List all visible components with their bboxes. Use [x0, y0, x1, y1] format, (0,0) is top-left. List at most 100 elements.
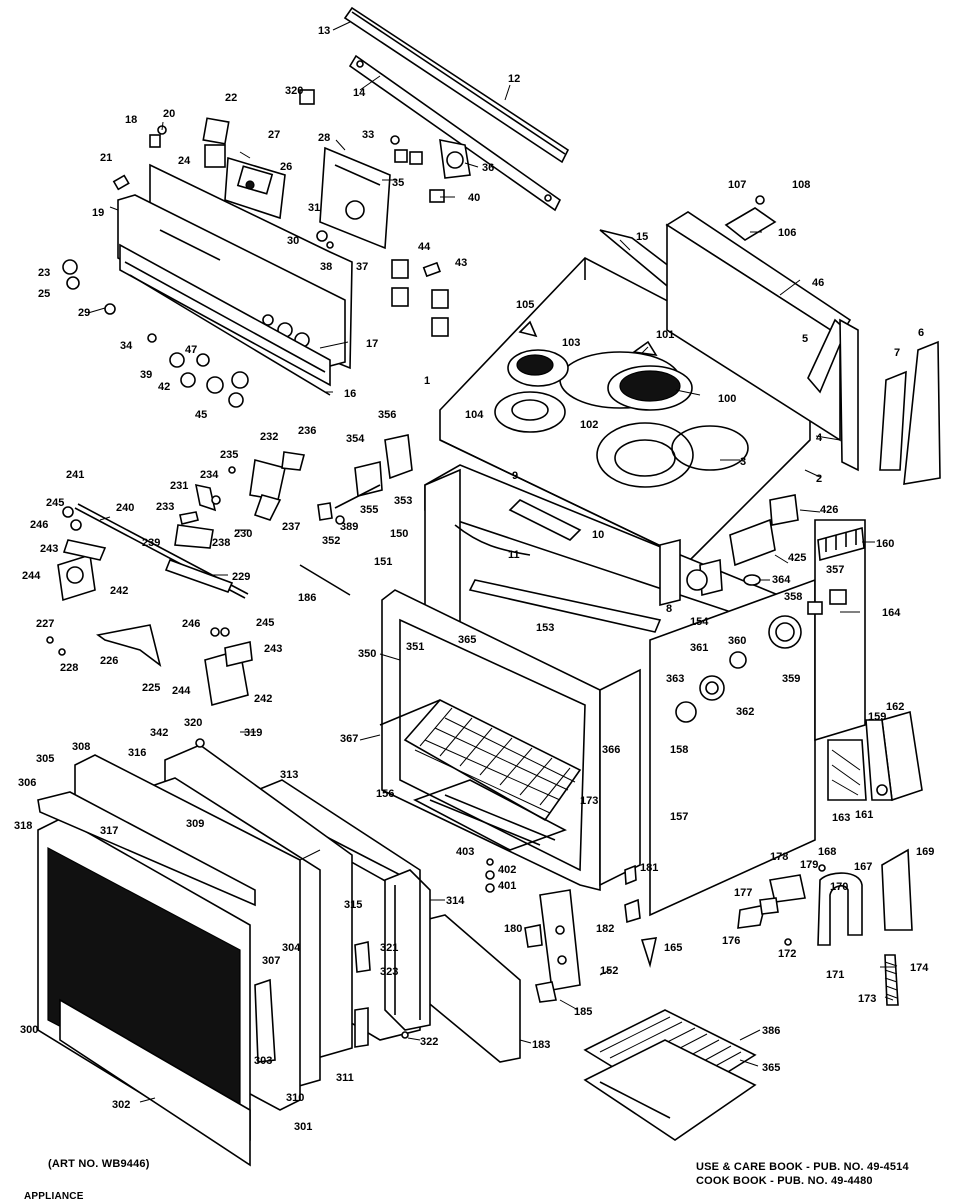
oven-lamp-parts — [659, 538, 847, 723]
callout-361: 361 — [690, 642, 708, 654]
callout-177: 177 — [734, 887, 752, 899]
broil-door-parts — [317, 434, 413, 525]
callout-17: 17 — [366, 338, 378, 350]
callout-9: 9 — [512, 470, 518, 482]
callout-26: 26 — [280, 161, 292, 173]
callout-181: 181 — [640, 862, 658, 874]
callout-317: 317 — [100, 825, 118, 837]
callout-174: 174 — [910, 962, 929, 974]
callout-303: 303 — [254, 1055, 272, 1067]
callout-12: 12 — [508, 73, 520, 85]
callout-241: 241 — [66, 469, 84, 481]
callout-365b: 365 — [762, 1062, 780, 1074]
leader-lines — [87, 21, 896, 1103]
callout-10: 10 — [592, 529, 604, 541]
callout-227: 227 — [36, 618, 54, 630]
callout-179: 179 — [800, 859, 818, 871]
callout-158: 158 — [670, 744, 688, 756]
callout-165: 165 — [664, 942, 682, 954]
callout-309: 309 — [186, 818, 204, 830]
callout-243a: 243 — [40, 543, 58, 555]
callout-labels: 13 12 14 320 22 18 20 27 28 33 36 35 24 … — [14, 25, 934, 1133]
callout-24: 24 — [178, 155, 191, 167]
callout-226: 226 — [100, 655, 118, 667]
callout-173: 173 — [580, 795, 598, 807]
callout-305: 305 — [36, 753, 54, 765]
callout-103: 103 — [562, 337, 580, 349]
callout-183: 183 — [532, 1039, 550, 1051]
callout-320: 320 — [285, 85, 303, 97]
callout-38: 38 — [320, 261, 332, 273]
callout-358: 358 — [784, 591, 802, 603]
callout-186: 186 — [298, 592, 316, 604]
callout-242a: 242 — [110, 585, 128, 597]
callout-354: 354 — [346, 433, 365, 445]
callout-228: 228 — [60, 662, 78, 674]
callout-157: 157 — [670, 811, 688, 823]
callout-6: 6 — [918, 327, 924, 339]
callout-161: 161 — [855, 809, 873, 821]
bracket-106 — [724, 195, 777, 241]
callout-225: 225 — [142, 682, 160, 694]
callout-176: 176 — [722, 935, 740, 947]
callout-1: 1 — [424, 375, 430, 387]
callout-170: 170 — [830, 881, 848, 893]
callout-19: 19 — [92, 207, 104, 219]
callout-160: 160 — [876, 538, 894, 550]
callout-306: 306 — [18, 777, 36, 789]
callout-13: 13 — [318, 25, 330, 37]
callout-8: 8 — [666, 603, 672, 615]
callout-171: 171 — [826, 969, 844, 981]
callout-27: 27 — [268, 129, 280, 141]
callout-351: 351 — [406, 641, 424, 653]
callout-389: 389 — [340, 521, 358, 533]
callout-366: 366 — [602, 744, 620, 756]
callout-239: 239 — [142, 537, 160, 549]
callout-365a: 365 — [458, 634, 476, 646]
callout-318: 318 — [14, 820, 32, 832]
callout-401: 401 — [498, 880, 516, 892]
callout-355: 355 — [360, 504, 378, 516]
callout-319: 319 — [244, 727, 262, 739]
callout-308: 308 — [72, 741, 90, 753]
callout-321: 321 — [380, 942, 398, 954]
callout-243b: 243 — [264, 643, 282, 655]
callout-4: 4 — [816, 432, 823, 444]
callout-22: 22 — [225, 92, 237, 104]
callout-21: 21 — [100, 152, 112, 164]
callout-34: 34 — [120, 340, 133, 352]
callout-320b: 320 — [184, 717, 202, 729]
callout-5: 5 — [802, 333, 808, 345]
callout-168: 168 — [818, 846, 836, 858]
callout-311: 311 — [336, 1072, 354, 1084]
callout-356: 356 — [378, 409, 396, 421]
broil-mechanism — [46, 451, 351, 707]
use-care-book-ref: USE & CARE BOOK - PUB. NO. 49-4514 — [696, 1161, 909, 1173]
oven-door-assembly — [37, 738, 521, 1167]
callout-307: 307 — [262, 955, 280, 967]
callout-169: 169 — [916, 846, 934, 858]
callout-245a: 245 — [46, 497, 64, 509]
callout-322: 322 — [420, 1036, 438, 1048]
callout-15: 15 — [636, 231, 648, 243]
callout-105: 105 — [516, 299, 534, 311]
callout-14: 14 — [353, 87, 366, 99]
callout-108: 108 — [792, 179, 810, 191]
callout-2: 2 — [816, 473, 822, 485]
callout-47: 47 — [185, 344, 197, 356]
callout-245b: 245 — [256, 617, 274, 629]
small-parts-control-area — [62, 89, 471, 408]
callout-235: 235 — [220, 449, 238, 461]
callout-362: 362 — [736, 706, 754, 718]
callout-238: 238 — [212, 537, 230, 549]
callout-242b: 242 — [254, 693, 272, 705]
callout-342: 342 — [150, 727, 168, 739]
terminal-block — [729, 494, 865, 586]
callout-426: 426 — [820, 504, 838, 516]
callout-106: 106 — [778, 227, 796, 239]
callout-28: 28 — [318, 132, 330, 144]
side-trims — [807, 318, 941, 485]
oven-rack-367 — [379, 699, 582, 822]
callout-163: 163 — [832, 812, 850, 824]
